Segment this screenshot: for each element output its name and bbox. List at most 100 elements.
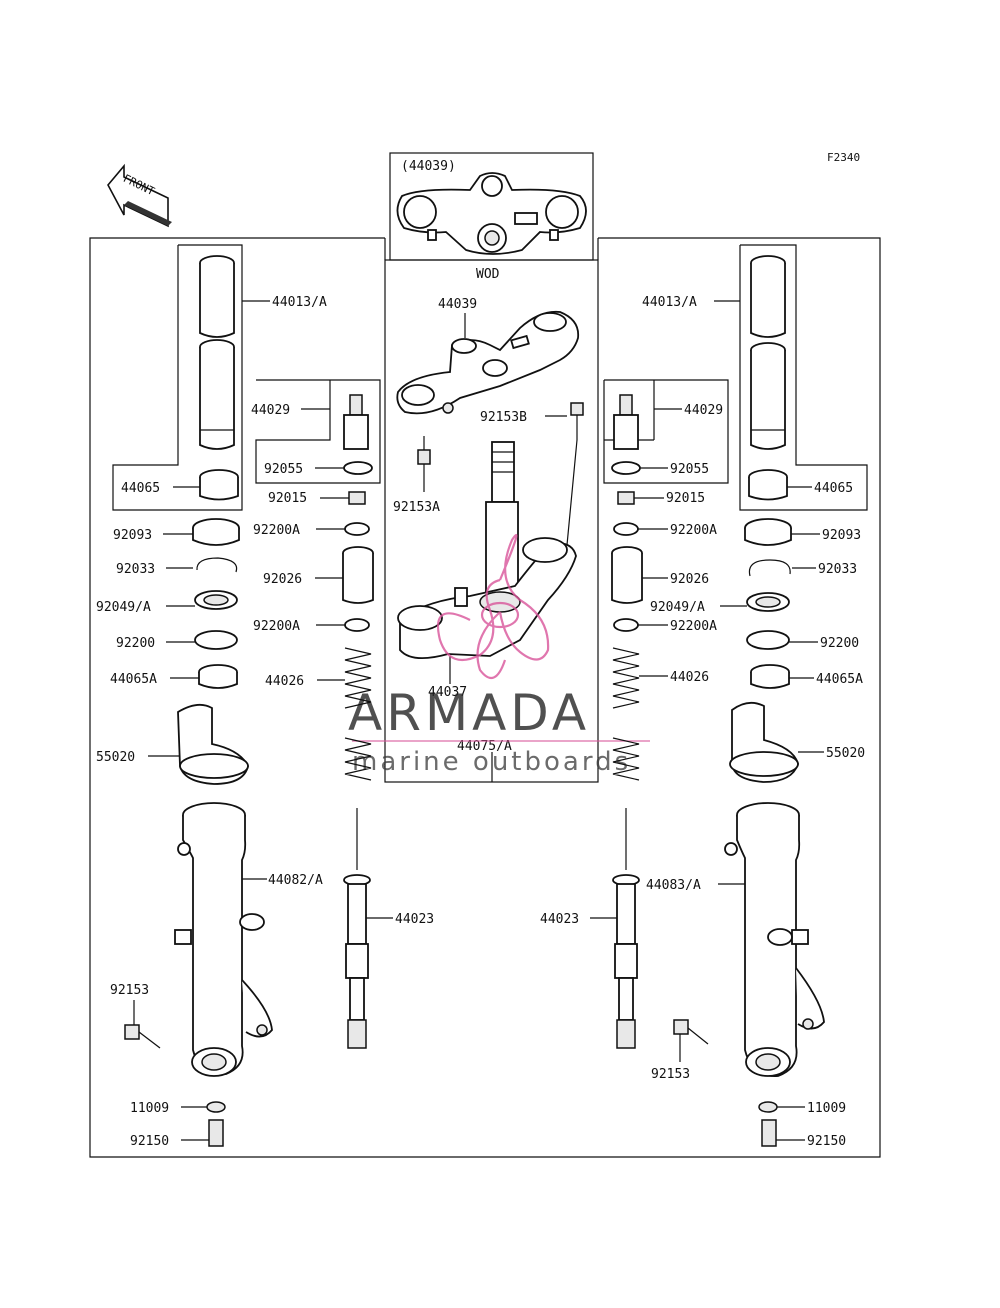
left-label-o-ring: 92055 (264, 462, 303, 477)
right-label-damper: 44023 (540, 912, 579, 927)
left-label-outer-tube: 44082/A (268, 873, 323, 888)
left-inner-tube-part: 44013/A (199, 255, 327, 450)
right-label-drain-bolt: 92150 (807, 1134, 846, 1149)
right-dust-seal-part: 92093 (744, 518, 861, 546)
label-bolt-b: 92153B (480, 410, 527, 425)
right-o-ring-part: 92055 (611, 461, 709, 477)
left-label-bolt: 92153 (110, 983, 149, 998)
left-label-nut: 92015 (268, 491, 307, 506)
label-lower-clamp: 44037 (428, 685, 467, 700)
right-outer-tube-part: 44083/A (646, 802, 825, 1077)
right-label-outer-tube: 44083/A (646, 878, 701, 893)
left-drain-bolt-part: 92150 (130, 1119, 224, 1149)
right-label-nut: 92015 (666, 491, 705, 506)
right-label-clip: 92033 (818, 562, 857, 577)
right-label-oil-seal: 92049/A (650, 600, 705, 615)
left-label-bushing: 44065A (110, 672, 157, 687)
watermark-tagline: marine outboards (352, 747, 631, 777)
clamp-bolt-b-part: 92153B (480, 402, 584, 546)
right-cap-bolt-part: 44029 (613, 394, 723, 450)
inset-caption: WOD (476, 267, 500, 282)
right-label-bushing-top: 44065 (814, 481, 853, 496)
left-bolt-part: 92153 (110, 983, 161, 1049)
right-cover-part: 55020 (729, 701, 865, 783)
left-label-washer-big: 92200 (116, 636, 155, 651)
right-inner-tube-part: 44013/A (642, 255, 786, 450)
right-label-cap-bolt: 44029 (684, 403, 723, 418)
figure-code: F2340 (827, 151, 860, 164)
right-label-o-ring: 92055 (670, 462, 709, 477)
right-label-bolt: 92153 (651, 1067, 690, 1082)
left-label-damper: 44023 (395, 912, 434, 927)
right-oil-seal-part: 92049/A (650, 592, 790, 615)
right-washer-a2-part: 92200A (613, 618, 717, 634)
left-collar-part: 92026 (263, 546, 374, 604)
left-gasket-part: 11009 (130, 1101, 226, 1116)
right-bushing-part: 44065A (750, 664, 863, 689)
left-fork-leg: 44013/A 44065 44029 92055 92015 (96, 255, 434, 1149)
clamp-bolt-a-part: 92153A (393, 436, 440, 515)
left-label-cap-bolt: 44029 (251, 403, 290, 418)
right-label-bushing: 44065A (816, 672, 863, 687)
right-label-spring: 44026 (670, 670, 709, 685)
right-label-gasket: 11009 (807, 1101, 846, 1116)
left-oil-seal-part: 92049/A (96, 590, 238, 615)
left-label-bushing-top: 44065 (121, 481, 160, 496)
left-label-gasket: 11009 (130, 1101, 169, 1116)
right-label-dust-seal: 92093 (822, 528, 861, 543)
left-bushing-top-part: 44065 (121, 469, 239, 501)
right-drain-bolt-part: 92150 (761, 1119, 846, 1149)
left-label-cover: 55020 (96, 750, 135, 765)
left-cap-bolt-part: 44029 (251, 394, 369, 450)
armada-logo-icon (436, 533, 550, 680)
left-washer-big-part: 92200 (116, 630, 238, 651)
right-label-washer-a1: 92200A (670, 523, 717, 538)
left-label-washer-a1: 92200A (253, 523, 300, 538)
left-label-clip: 92033 (116, 562, 155, 577)
upper-clamp-inset: (44039) WOD (396, 159, 587, 282)
watermark-brand: ARMADA (348, 684, 590, 742)
label-stem-assembly: 44075/A (457, 739, 512, 754)
right-washer-big-part: 92200 (746, 630, 859, 651)
left-label-collar: 92026 (263, 572, 302, 587)
inset-part-number: (44039) (401, 159, 456, 174)
left-dust-seal-part: 92093 (113, 518, 240, 546)
right-nut-part: 92015 (617, 491, 705, 506)
right-spring-part: 44026 (612, 647, 709, 781)
right-label-cover: 55020 (826, 746, 865, 761)
right-fork-leg: 44013/A 44065 44029 92055 92015 9220 (540, 255, 865, 1149)
right-gasket-part: 11009 (758, 1101, 846, 1116)
right-label-washer-a2: 92200A (670, 619, 717, 634)
right-label-washer-big: 92200 (820, 636, 859, 651)
right-bushing-top-part: 44065 (748, 469, 853, 501)
label-upper-clamp: 44039 (438, 297, 477, 312)
right-damper-part: 44023 (540, 808, 640, 1049)
right-washer-a1-part: 92200A (613, 522, 717, 538)
left-label-drain-bolt: 92150 (130, 1134, 169, 1149)
left-washer-a2-part: 92200A (253, 618, 370, 634)
label-bolt-a: 92153A (393, 500, 440, 515)
right-label-collar: 92026 (670, 572, 709, 587)
left-label-oil-seal: 92049/A (96, 600, 151, 615)
left-cover-part: 55020 (96, 703, 249, 785)
armada-watermark: ARMADA marine outboards (348, 533, 650, 777)
left-label-inner-tube: 44013/A (272, 295, 327, 310)
left-washer-a1-part: 92200A (253, 522, 370, 538)
left-damper-part: 44023 (343, 808, 434, 1049)
upper-clamp-part: 44039 (396, 297, 580, 415)
right-bolt-part: 92153 (651, 1019, 709, 1082)
left-outer-tube-part: 44082/A (174, 802, 323, 1077)
right-collar-part: 92026 (611, 546, 709, 604)
front-arrow-icon: FRONT (107, 163, 172, 228)
left-nut-part: 92015 (268, 491, 366, 506)
left-spring-part: 44026 (265, 647, 372, 781)
right-clip-part: 92033 (748, 559, 857, 577)
left-label-dust-seal: 92093 (113, 528, 152, 543)
left-o-ring-part: 92055 (264, 461, 373, 477)
left-clip-part: 92033 (116, 557, 238, 577)
left-label-washer-a2: 92200A (253, 619, 300, 634)
left-label-spring: 44026 (265, 674, 304, 689)
left-bushing-part: 44065A (110, 664, 238, 689)
